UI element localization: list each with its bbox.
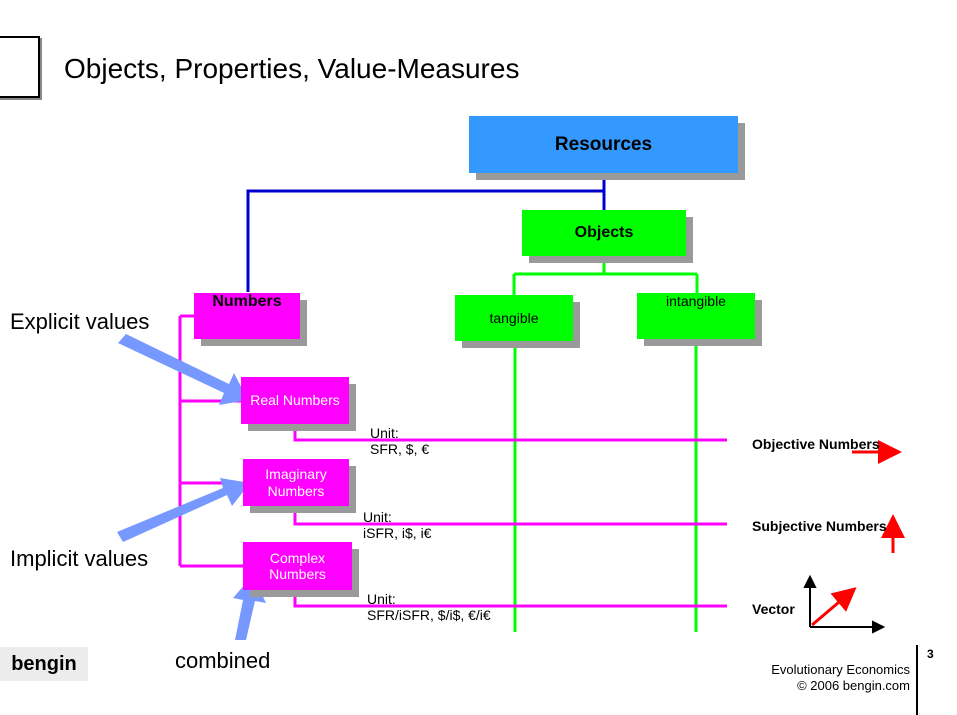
- subjective-numbers-label: Subjective Numbers: [752, 518, 887, 534]
- page-title: Objects, Properties, Value-Measures: [64, 53, 520, 84]
- complex-numbers-node: Complex Numbers: [243, 542, 352, 590]
- tangible-node: tangible: [455, 295, 573, 341]
- objects-node: Objects: [522, 210, 686, 256]
- annotation-arrows: [117, 334, 266, 640]
- vector-red-arrow: [811, 587, 857, 627]
- vector-axes: [803, 574, 886, 634]
- explicit-arrow: [118, 334, 248, 405]
- implicit-arrow: [117, 478, 250, 542]
- vector-label: Vector: [752, 601, 795, 617]
- page-number: 3: [927, 647, 934, 661]
- objective-numbers-label: Objective Numbers: [752, 436, 880, 452]
- explicit-values-annotation: Explicit values: [10, 309, 150, 334]
- footer-line-2: © 2006 bengin.com: [797, 677, 910, 693]
- real-numbers-node: Real Numbers: [241, 377, 349, 424]
- intangible-node: intangible: [637, 293, 755, 339]
- resources-node: Resources: [469, 116, 738, 173]
- real-unit-label: Unit: SFR, $, €: [370, 425, 430, 458]
- footer-text: Evolutionary Economics © 2006 bengin.com: [740, 662, 910, 693]
- combined-annotation: combined: [175, 648, 271, 673]
- imaginary-unit-label: Unit: iSFR, i$, i€: [363, 509, 432, 542]
- objects-connector: [512, 256, 699, 632]
- complex-unit-label: Unit: SFR/iSFR, $/i$, €/i€: [367, 591, 491, 624]
- footer-line-1: Evolutionary Economics: [771, 662, 910, 677]
- resources-connector: [246, 173, 606, 292]
- bengin-logo: bengin: [0, 647, 88, 681]
- numbers-connector: [178, 314, 727, 608]
- corner-square: [0, 36, 40, 98]
- combined-arrow: [233, 575, 266, 640]
- numbers-node: Numbers: [194, 293, 300, 339]
- implicit-values-annotation: Implicit values: [10, 546, 149, 571]
- imaginary-numbers-node: Imaginary Numbers: [243, 459, 349, 506]
